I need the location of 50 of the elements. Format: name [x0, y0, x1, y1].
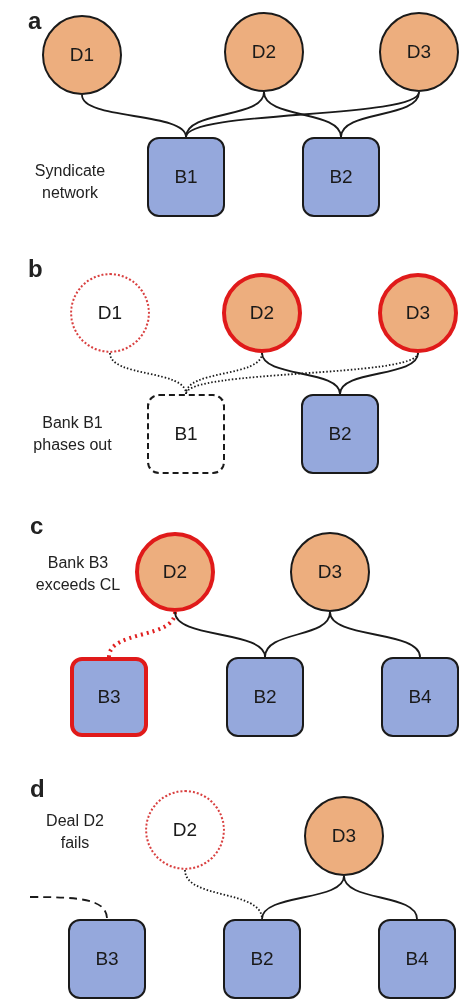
node-label: D2: [251, 41, 277, 63]
connector-line: [185, 91, 420, 138]
node-label: B2: [250, 948, 274, 970]
bank-box: [223, 919, 301, 999]
node-label: B3: [97, 686, 121, 708]
node-label: D1: [69, 44, 95, 66]
connector-line: [261, 352, 341, 395]
bank-box: [147, 137, 225, 217]
connector-line: [29, 896, 108, 920]
node-label: D2: [249, 302, 275, 324]
panel-letter: a: [28, 10, 43, 32]
node-label: B4: [405, 948, 429, 970]
connector-line: [261, 875, 345, 920]
panel-caption: Syndicate network: [33, 161, 107, 203]
node-label: B2: [253, 686, 277, 708]
node-label: B4: [408, 686, 432, 708]
connector-line: [340, 91, 420, 138]
node-label: D3: [406, 41, 432, 63]
bank-box: [381, 657, 459, 737]
connector-line: [184, 869, 263, 920]
bank-box: [147, 394, 225, 474]
panel-caption: Bank B1 phases out: [32, 413, 113, 455]
node-label: D3: [331, 825, 357, 847]
node-label: D2: [172, 819, 198, 841]
node-label: D3: [317, 561, 343, 583]
bank-box: [378, 919, 456, 999]
connector-line: [339, 352, 419, 395]
panel-letter: c: [30, 515, 45, 537]
panel-letter: b: [28, 258, 44, 280]
connector-line: [107, 611, 177, 658]
bank-box: [301, 394, 379, 474]
panel-letter: d: [30, 778, 46, 800]
panel-caption: Bank B3 exceeds CL: [34, 553, 122, 595]
bank-box: [70, 657, 148, 737]
node-label: D3: [405, 302, 431, 324]
node-label: D1: [97, 302, 123, 324]
node-label: D2: [162, 561, 188, 583]
node-label: B1: [174, 423, 198, 445]
connector-line: [263, 91, 342, 138]
node-label: B1: [174, 166, 198, 188]
bank-box: [226, 657, 304, 737]
bank-box: [302, 137, 380, 217]
bank-box: [68, 919, 146, 999]
connector-line: [343, 875, 418, 920]
node-label: B2: [329, 166, 353, 188]
panel-caption: Deal D2 fails: [45, 811, 105, 853]
connector-line: [329, 611, 421, 658]
node-label: B3: [95, 948, 119, 970]
node-label: B2: [328, 423, 352, 445]
connector-line: [81, 94, 187, 138]
